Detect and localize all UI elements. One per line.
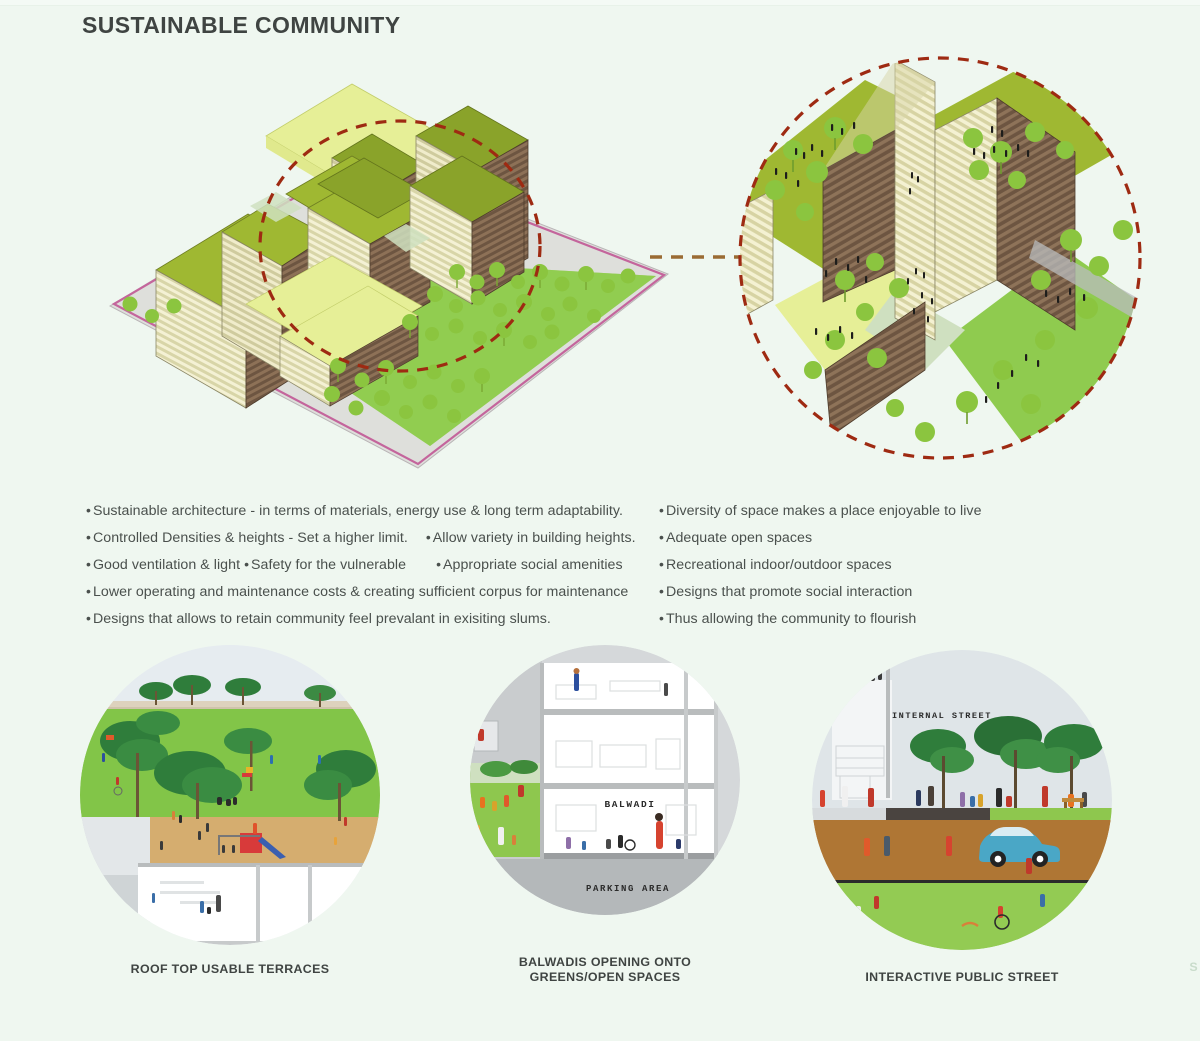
bullet-item: Sustainable architecture - in terms of m… bbox=[86, 502, 623, 519]
vignette-roof-top-terraces bbox=[80, 645, 380, 945]
vignette-row: BALWADI PARKING AREA bbox=[0, 640, 1200, 1000]
bullet-item: Safety for the vulnerable bbox=[244, 556, 406, 573]
bullet-item: Controlled Densities & heights - Set a h… bbox=[86, 529, 408, 546]
bullet-item: Appropriate social amenities bbox=[436, 556, 623, 573]
bullet-row: Good ventilation & light Safety for the … bbox=[86, 556, 1116, 583]
courtyard-detail-diagram bbox=[735, 40, 1155, 485]
vignette-interactive-public-street: INTERNAL STREET bbox=[812, 650, 1112, 950]
caption-line-2: GREENS/OPEN SPACES bbox=[529, 970, 681, 984]
bullet-list: Sustainable architecture - in terms of m… bbox=[86, 502, 1116, 637]
cropped-edge-text: S bbox=[1189, 960, 1198, 974]
bullet-item: Recreational indoor/outdoor spaces bbox=[659, 556, 892, 573]
parking-area-label: PARKING AREA bbox=[586, 884, 670, 894]
bullet-item: Lower operating and maintenance costs & … bbox=[86, 583, 628, 600]
vignette-caption-balwadis-greens: BALWADIS OPENING ONTO GREENS/OPEN SPACES bbox=[455, 955, 755, 985]
vignette-caption-roof-top-terraces: ROOF TOP USABLE TERRACES bbox=[130, 962, 330, 976]
bullet-item: Designs that allows to retain community … bbox=[86, 610, 551, 627]
bullet-item: Adequate open spaces bbox=[659, 529, 812, 546]
bullet-item: Designs that promote social interaction bbox=[659, 583, 912, 600]
page-title: SUSTAINABLE COMMUNITY bbox=[82, 12, 401, 38]
top-edge-strip bbox=[0, 0, 1200, 6]
bullet-item: Allow variety in building heights. bbox=[426, 529, 636, 546]
bullet-item: Thus allowing the community to flourish bbox=[659, 610, 916, 627]
vignette-balwadis-greens: BALWADI PARKING AREA bbox=[470, 645, 740, 915]
vignette-caption-interactive-public-street: INTERACTIVE PUBLIC STREET bbox=[865, 970, 1059, 984]
bullet-row: Lower operating and maintenance costs & … bbox=[86, 583, 1116, 610]
internal-street-label: INTERNAL STREET bbox=[892, 711, 992, 721]
caption-line-1: BALWADIS OPENING ONTO bbox=[518, 955, 692, 969]
bullet-row: Controlled Densities & heights - Set a h… bbox=[86, 529, 1116, 556]
bullet-item: Good ventilation & light bbox=[86, 556, 240, 573]
bullet-item: Diversity of space makes a place enjoyab… bbox=[659, 502, 982, 519]
bullet-row: Sustainable architecture - in terms of m… bbox=[86, 502, 1116, 529]
bullet-row: Designs that allows to retain community … bbox=[86, 610, 1116, 637]
balwadi-label: BALWADI bbox=[604, 799, 655, 810]
site-axonometric-diagram bbox=[100, 36, 680, 506]
